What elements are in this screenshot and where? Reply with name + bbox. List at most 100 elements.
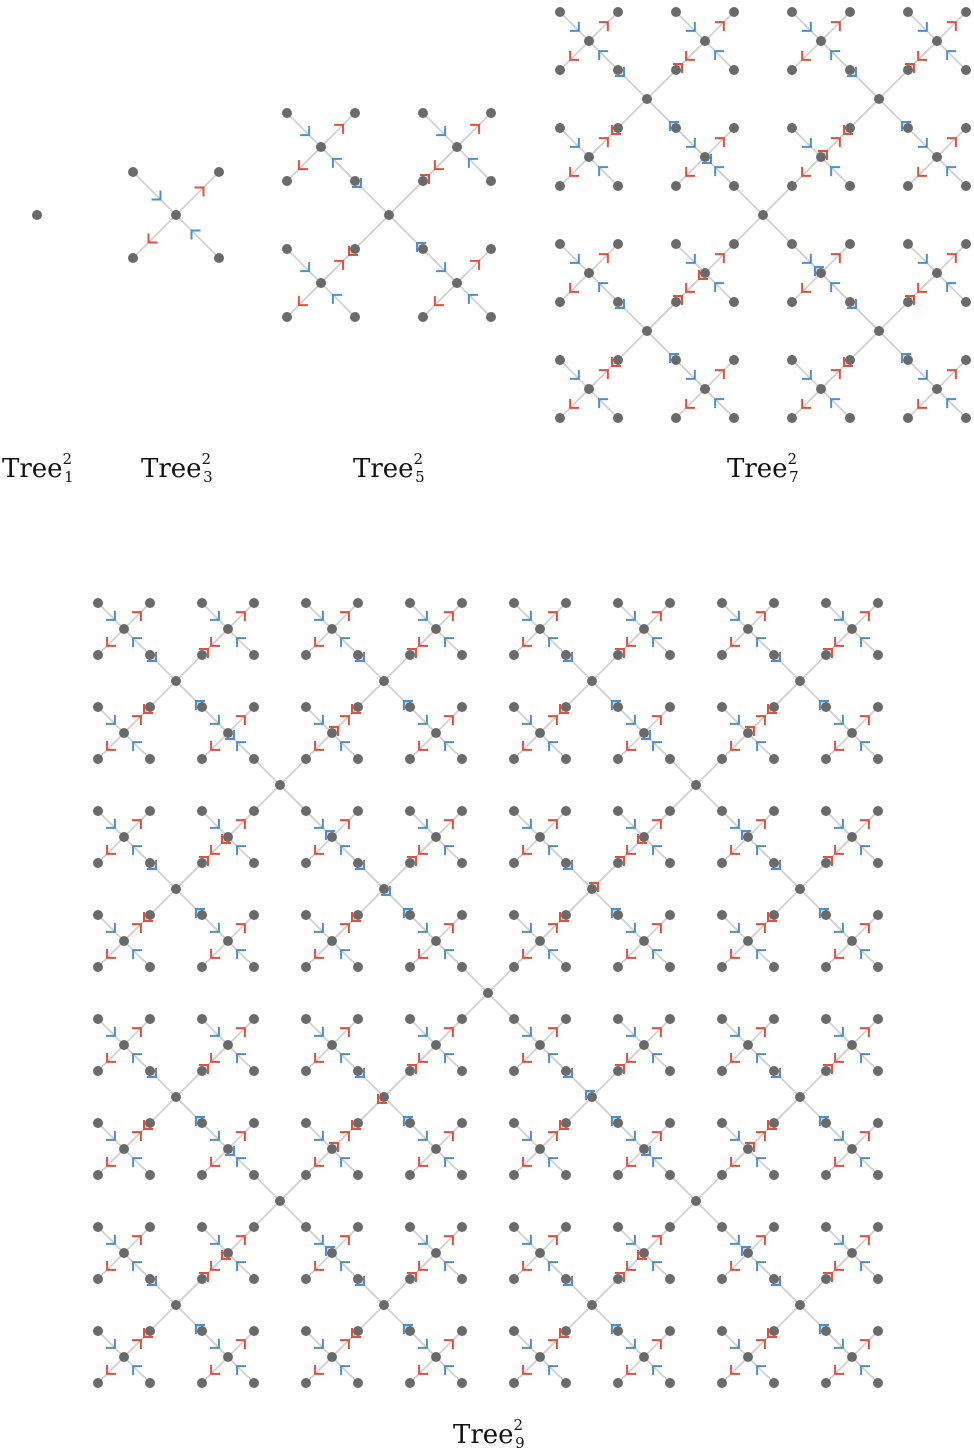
tree-edge	[422, 112, 458, 148]
tree-edge	[513, 914, 541, 942]
arrow-out	[598, 21, 609, 32]
arrow-out	[823, 1064, 833, 1074]
arrow-out	[859, 1339, 870, 1350]
tree-node	[561, 650, 571, 660]
arrow-out	[673, 63, 683, 73]
arrow-in	[132, 1365, 143, 1376]
arrow-out	[131, 819, 142, 830]
tree-edge	[305, 1356, 333, 1384]
tree-node	[613, 297, 623, 307]
arrow-in	[352, 178, 362, 188]
arrow-out	[637, 834, 647, 844]
tree-edge	[851, 732, 879, 760]
arrow-out	[755, 1339, 766, 1350]
arrow-in	[444, 1365, 455, 1376]
tree-node	[316, 142, 326, 152]
tree-node	[301, 1170, 311, 1180]
tree-edge	[409, 628, 437, 656]
arrow-in	[132, 1261, 143, 1272]
tree-node	[561, 962, 571, 972]
arrow-in	[521, 922, 532, 933]
tree-node	[613, 123, 623, 133]
tree-node	[769, 598, 779, 608]
tree-edge	[305, 628, 333, 656]
tree-edge	[643, 1330, 671, 1358]
arrow-out	[946, 253, 957, 264]
tree-edge	[123, 810, 151, 838]
tree-node	[509, 754, 519, 764]
arrow-out	[407, 1272, 417, 1282]
arrow-in	[563, 652, 573, 662]
arrow-out	[547, 819, 558, 830]
tree-node	[613, 413, 623, 423]
tree-edge	[704, 156, 735, 187]
tree-edge	[851, 1330, 879, 1358]
tree-node	[509, 1274, 519, 1284]
label-sup: 2	[201, 450, 212, 468]
tree-edge	[617, 836, 645, 864]
arrow-out	[210, 1052, 221, 1063]
tree-node	[665, 1326, 675, 1336]
tree-edge	[559, 127, 590, 158]
tree-node	[93, 754, 103, 764]
arrow-out	[917, 166, 928, 177]
arrow-in	[756, 949, 767, 960]
tree-node	[431, 624, 441, 634]
tree-node	[509, 1222, 519, 1232]
tree-node	[483, 988, 493, 998]
tree-node	[787, 181, 797, 191]
tree-node	[384, 210, 394, 220]
tree-node	[197, 1326, 207, 1336]
tree-node	[903, 355, 913, 365]
tree-node	[509, 910, 519, 920]
tree-node	[431, 1040, 441, 1050]
arrow-in	[641, 730, 651, 740]
tree-node	[249, 858, 259, 868]
arrow-in	[771, 1276, 781, 1286]
arrow-in	[548, 1157, 559, 1168]
arrow-out	[351, 912, 361, 922]
tree-7	[555, 7, 971, 423]
arrow-in	[325, 1246, 335, 1256]
arrow-in	[833, 1338, 844, 1349]
arrow-in	[860, 845, 871, 856]
tree-node	[729, 297, 739, 307]
arrow-out	[547, 1339, 558, 1350]
tree-node	[769, 910, 779, 920]
arrow-out	[905, 63, 915, 73]
arrow-out	[714, 369, 725, 380]
arrow-in	[917, 137, 928, 148]
tree-node	[405, 1014, 415, 1024]
tree-node	[787, 239, 797, 249]
tree-node	[561, 702, 571, 712]
tree-edge	[456, 146, 492, 182]
tree-edge	[617, 940, 645, 968]
tree-edge	[559, 156, 590, 187]
tree-node	[555, 297, 565, 307]
arrow-out	[297, 160, 308, 171]
tree-node	[301, 858, 311, 868]
arrow-out	[859, 1027, 870, 1038]
tree-edge	[513, 602, 541, 630]
tree-node	[873, 1274, 883, 1284]
tree-node	[301, 1274, 311, 1284]
arrow-out	[767, 704, 777, 714]
tree-node	[639, 936, 649, 946]
tree-node	[873, 1170, 883, 1180]
arrow-in	[132, 949, 143, 960]
label-tree-3: Tree23	[141, 452, 213, 485]
arrow-in	[548, 845, 559, 856]
tree-node	[197, 598, 207, 608]
arrow-out	[547, 715, 558, 726]
tree-edge	[825, 1356, 853, 1384]
arrow-out	[830, 21, 841, 32]
tree-edge	[201, 628, 229, 656]
arrow-out	[143, 1328, 153, 1338]
tree-edge	[123, 1356, 151, 1384]
tree-edge	[409, 1044, 437, 1072]
tree-node	[613, 1326, 623, 1336]
tree-node	[197, 1118, 207, 1128]
arrow-out	[714, 253, 725, 264]
tree-node	[301, 806, 311, 816]
tree-node	[223, 832, 233, 842]
